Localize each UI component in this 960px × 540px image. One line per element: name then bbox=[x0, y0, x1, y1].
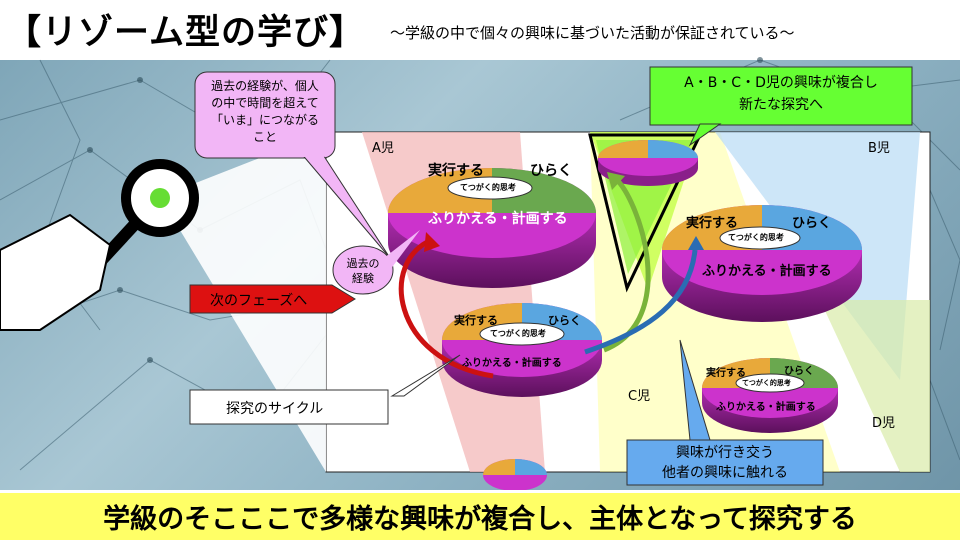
arrow-red bbox=[398, 237, 494, 379]
center-clouds bbox=[447, 176, 805, 393]
combined-text: A・B・C・D児の興味が複合し 新たな探究へ bbox=[684, 75, 878, 113]
callout-inquiry-cycle bbox=[189, 354, 461, 425]
banner-text: 学級のそこここで多様な興味が複合し、主体となって探究する bbox=[103, 504, 857, 535]
pie-b-center: てつがく的思考 bbox=[728, 233, 784, 242]
callout-combined bbox=[649, 66, 913, 147]
callout-exchange bbox=[626, 339, 824, 486]
page-subtitle: 〜学級の中で個々の興味に基づいた活動が保証されている〜 bbox=[390, 24, 795, 42]
v-outline bbox=[588, 133, 703, 293]
callout-past-short bbox=[332, 245, 394, 295]
bottom-banner bbox=[0, 493, 960, 540]
pie-b bbox=[662, 205, 862, 322]
pie-a-reflect: ふりかえる・計画する bbox=[428, 211, 568, 227]
exchange-text: 興味が行き交う 他者の興味に触れる bbox=[662, 445, 788, 481]
past-experience-text: 過去の経験が、個人 の中で時間を超えて 「いま」につながる こと bbox=[210, 79, 319, 144]
pie-b-reflect: ふりかえる・計画する bbox=[702, 264, 832, 279]
next-phase-text: 次のフェーズへ bbox=[210, 293, 308, 309]
label-child-b: B児 bbox=[868, 141, 890, 156]
pie-a-center: てつがく的思考 bbox=[460, 183, 516, 192]
page-title: 【リゾーム型の学び】 bbox=[6, 13, 365, 53]
callout-past-experience bbox=[194, 71, 391, 259]
callout-next-phase bbox=[189, 284, 356, 314]
past-short-text: 過去の 経験 bbox=[346, 257, 380, 285]
pie-d-execute: 実行する bbox=[706, 368, 746, 379]
pie-bottom bbox=[483, 459, 547, 491]
pie-b-execute: 実行する bbox=[686, 216, 739, 231]
label-child-c: C児 bbox=[628, 389, 651, 404]
arrow-blue bbox=[584, 249, 698, 355]
inquiry-cycle-text: 探究のサイクル bbox=[226, 401, 324, 417]
pie-mid-execute: 実行する bbox=[454, 314, 498, 327]
pie-d-open: ひらく bbox=[784, 366, 814, 377]
pie-b-open: ひらく bbox=[792, 216, 832, 231]
header bbox=[0, 0, 960, 60]
pie-mid-open: ひらく bbox=[548, 314, 581, 327]
pie-mini-top bbox=[598, 140, 698, 186]
label-child-a: A児 bbox=[372, 141, 394, 156]
pie-d-center: てつがく的思考 bbox=[742, 379, 791, 387]
beam-d bbox=[820, 300, 930, 472]
pie-d-reflect: ふりかえる・計画する bbox=[716, 402, 816, 413]
pie-mid-center: てつがく的思考 bbox=[490, 329, 546, 338]
label-child-d: D児 bbox=[872, 416, 896, 431]
pie-a-open: ひらく bbox=[530, 163, 572, 179]
pie-mid-reflect: ふりかえる・計画する bbox=[462, 358, 562, 369]
pie-a bbox=[388, 168, 596, 288]
pie-a-execute: 実行する bbox=[428, 163, 484, 179]
magnifier-icon bbox=[0, 159, 199, 331]
